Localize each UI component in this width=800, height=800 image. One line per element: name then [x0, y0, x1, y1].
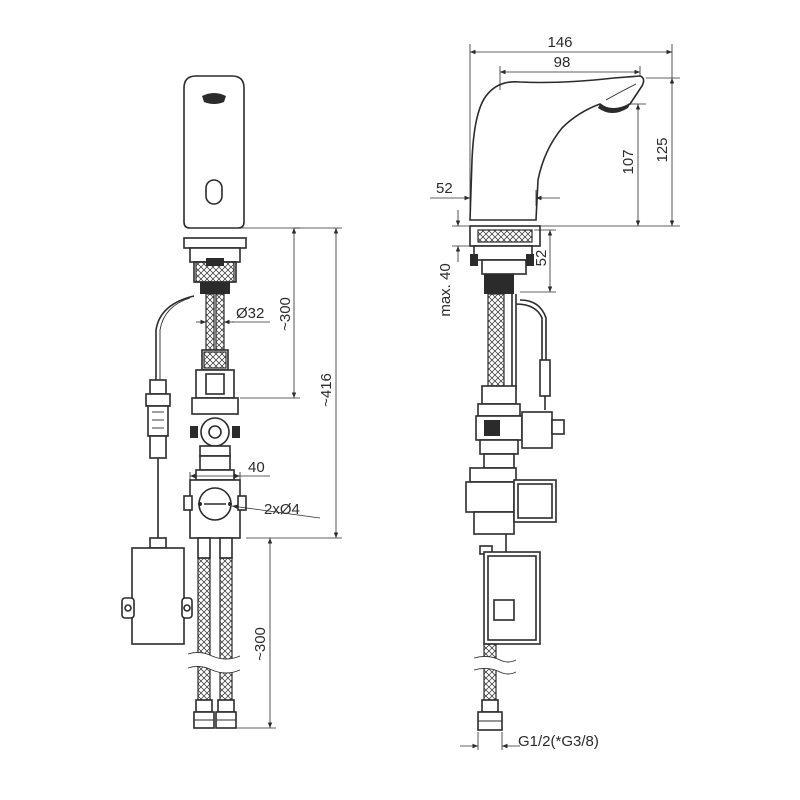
dim-upper-length: ~300 — [277, 297, 294, 331]
sensor-cable — [155, 295, 195, 380]
dim-base-offset: 52 — [436, 180, 453, 197]
front-lower-hoses — [187, 537, 241, 729]
dim-thread: G1/2(*G3/8) — [518, 733, 599, 750]
dim-hose-length: ~300 — [252, 627, 269, 661]
dim-total-length: ~416 — [318, 373, 335, 407]
sensor-window — [205, 179, 223, 205]
dim-spout-height: 107 — [620, 149, 637, 174]
side-view: 146 98 52 107 125 max. 40 — [430, 34, 680, 750]
side-spout-body — [469, 75, 645, 221]
dim-pipe-diameter: Ø32 — [236, 305, 264, 322]
front-valve-body — [183, 455, 247, 539]
dim-overall-reach: 146 — [547, 34, 572, 51]
front-upper-hoses — [201, 293, 229, 371]
front-valve-upper — [190, 369, 240, 457]
side-pipe — [487, 293, 551, 410]
front-control-box — [121, 537, 193, 645]
front-mounting-flange — [183, 237, 247, 294]
front-faucet-body — [183, 75, 245, 229]
front-dimensions: ~300 ~416 Ø32 40 2xØ4 ~300 — [189, 227, 342, 729]
dim-cable-offset: 52 — [533, 250, 550, 267]
dim-total-height: 125 — [654, 137, 671, 162]
side-mounting-flange — [469, 225, 541, 294]
logo-mark — [202, 93, 226, 104]
side-dimensions: 146 98 52 107 125 max. 40 — [430, 34, 680, 750]
front-view: ~300 ~416 Ø32 40 2xØ4 ~300 — [121, 75, 342, 729]
dim-spout-reach: 98 — [554, 54, 571, 71]
side-valve-body — [465, 453, 557, 552]
side-valve-upper — [475, 385, 565, 455]
side-control-box — [479, 545, 541, 645]
dim-max-thickness: max. 40 — [437, 263, 454, 316]
cable-connector — [145, 379, 171, 540]
side-lower-hose — [473, 643, 517, 731]
dim-valve-width: 40 — [248, 459, 265, 476]
dim-holes: 2xØ4 — [264, 501, 300, 518]
